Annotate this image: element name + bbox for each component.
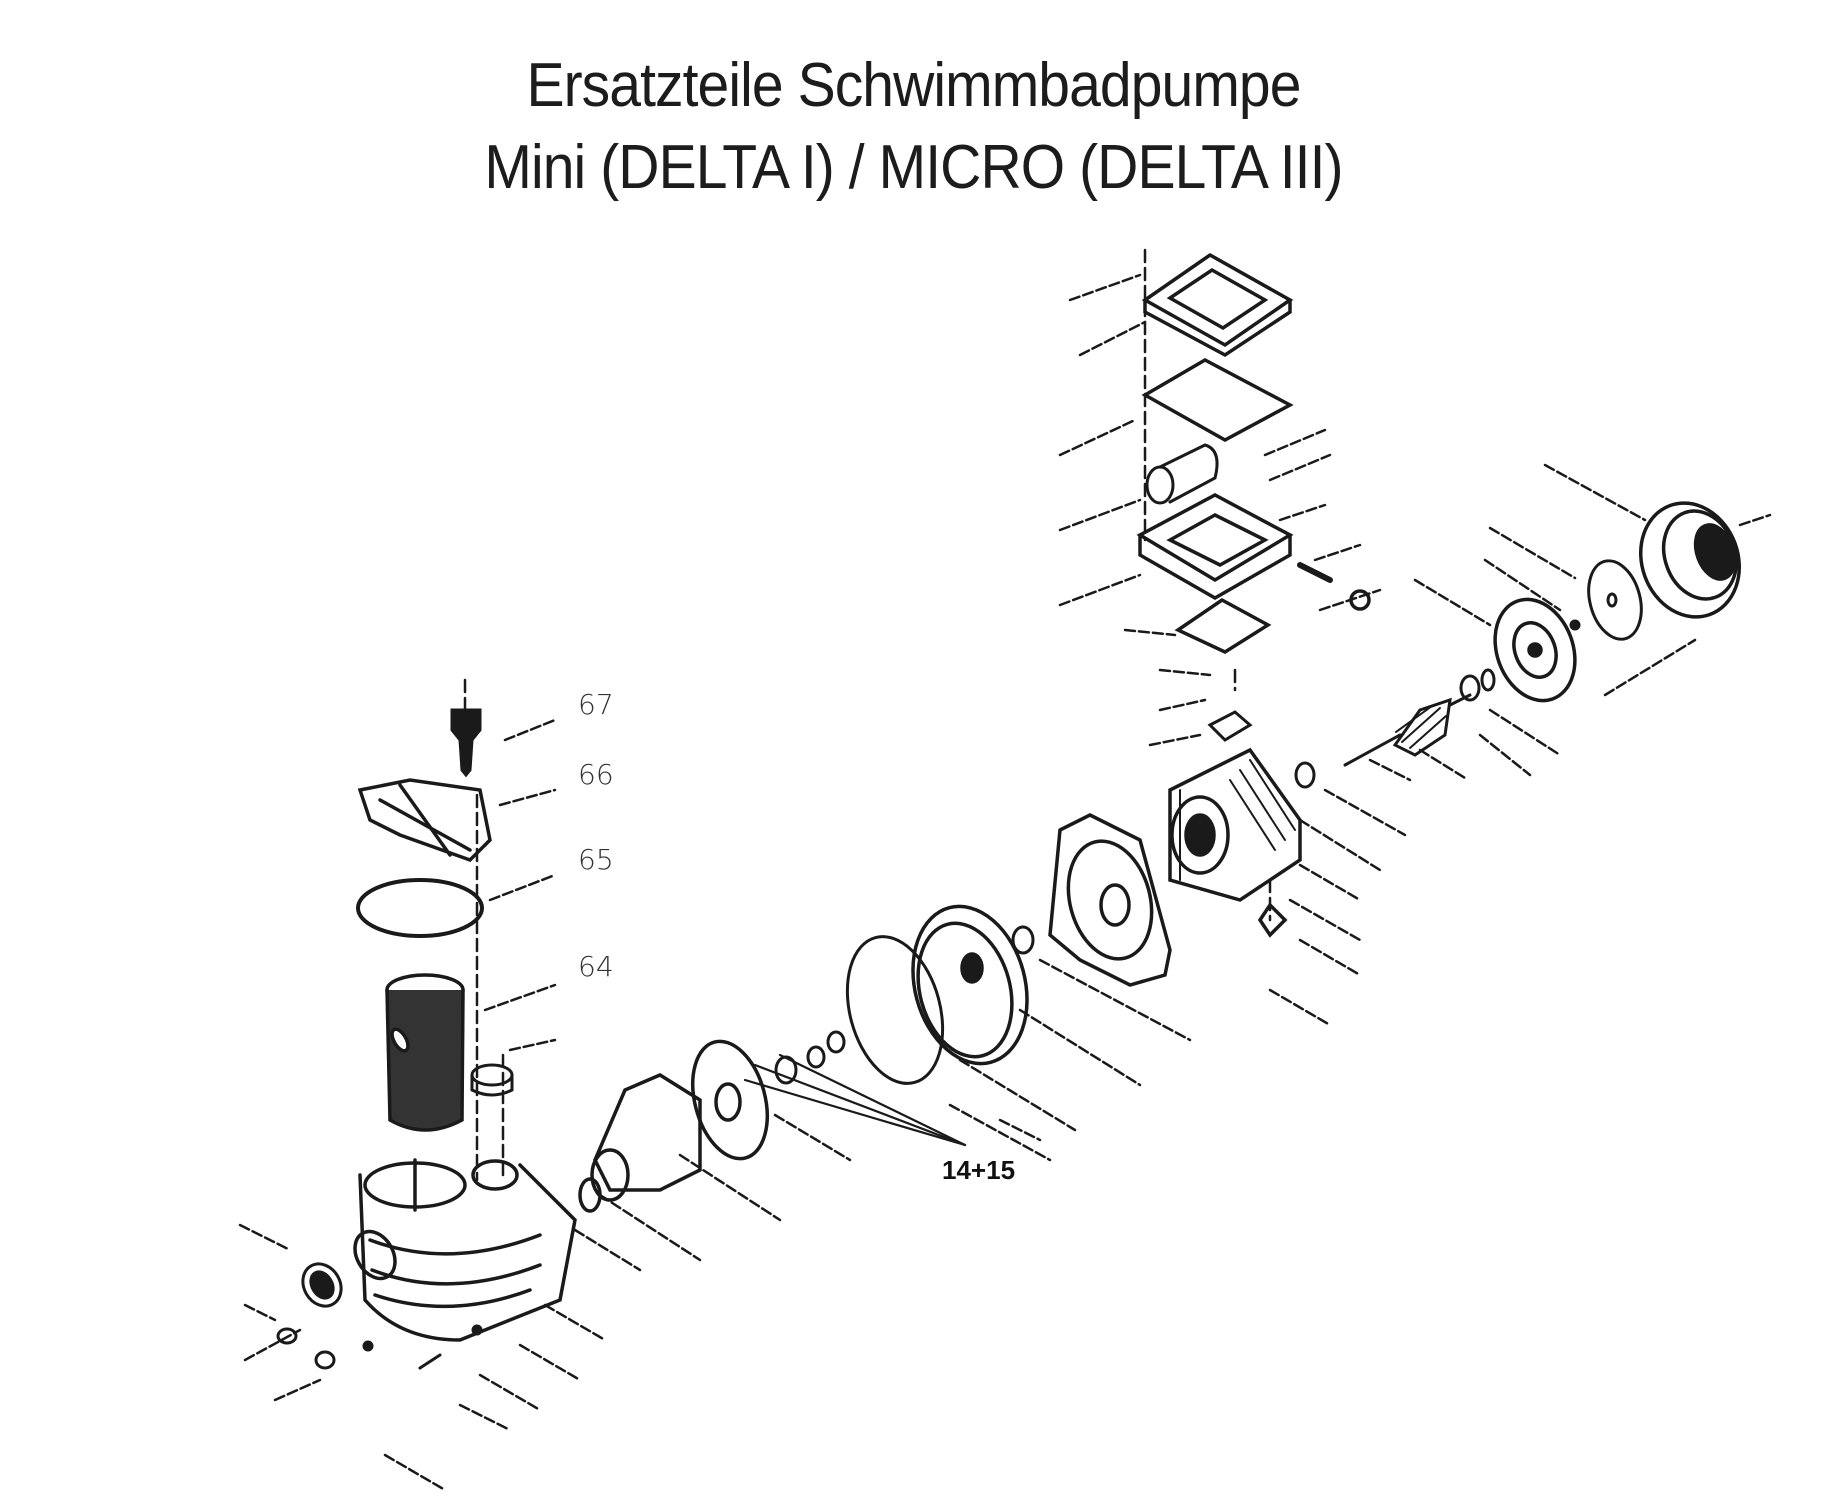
bearing <box>1459 668 1496 702</box>
diagram-subtitle: Mini (DELTA I) / MICRO (DELTA III) <box>484 133 1343 202</box>
diffuser <box>578 1073 702 1213</box>
fan <box>1569 559 1643 641</box>
impeller <box>691 1039 769 1161</box>
lid-o-ring <box>356 878 484 938</box>
strainer-lid <box>357 778 492 863</box>
inlet-fitting <box>301 1262 343 1308</box>
motor-flange-bracket <box>1048 813 1172 987</box>
terminal-box <box>1136 493 1371 611</box>
union-fitting <box>470 1063 514 1097</box>
leader-14-15 <box>743 1053 967 1147</box>
terminal-box-base-gasket <box>1174 597 1272 654</box>
seal-plate <box>911 904 1029 1066</box>
rotor-shaft <box>1294 693 1472 789</box>
drain-plug <box>276 1324 483 1370</box>
terminal-plate <box>1207 710 1253 742</box>
terminal-box-gasket <box>1141 357 1294 442</box>
terminal-box-cover <box>1141 252 1294 358</box>
lid-knob <box>450 708 482 778</box>
motor-stator-housing <box>1168 747 1302 938</box>
callout-65: 65 <box>578 843 614 876</box>
mechanical-seal <box>774 1030 846 1085</box>
leader-lines <box>238 273 1772 1492</box>
seal-ring <box>1011 925 1035 955</box>
rear-bearing-shield <box>1493 597 1577 703</box>
callout-14-15: 14+15 <box>942 1155 1016 1185</box>
o-ring-gasket <box>845 935 945 1085</box>
pump-housing <box>353 1158 577 1342</box>
capacitor <box>1145 443 1219 505</box>
callout-64: 64 <box>578 950 614 983</box>
callout-66: 66 <box>578 758 614 791</box>
strainer-basket <box>385 973 465 1132</box>
diagram-title: Ersatzteile Schwimmbadpumpe <box>526 51 1301 120</box>
fan-cover <box>1638 501 1742 619</box>
callout-67: 67 <box>578 688 614 721</box>
